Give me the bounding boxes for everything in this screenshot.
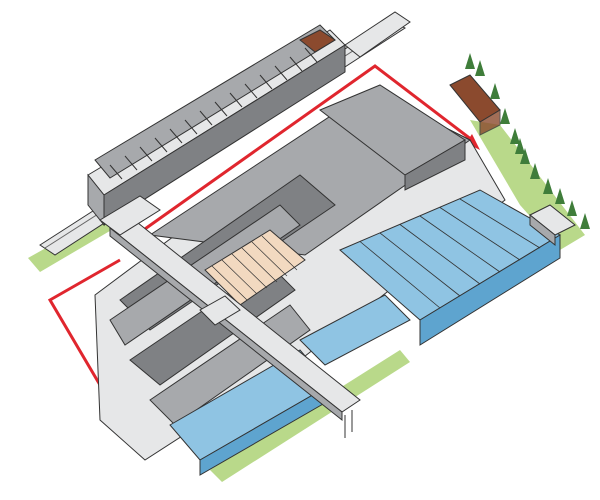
tree-icon [555, 188, 565, 204]
tree-icon [490, 83, 500, 99]
tree-icon [567, 200, 577, 216]
tree-icon [580, 213, 590, 229]
tree-icon [475, 60, 485, 76]
tree-icon [465, 53, 475, 69]
tree-icon [500, 108, 510, 124]
tree-icon [510, 128, 520, 144]
